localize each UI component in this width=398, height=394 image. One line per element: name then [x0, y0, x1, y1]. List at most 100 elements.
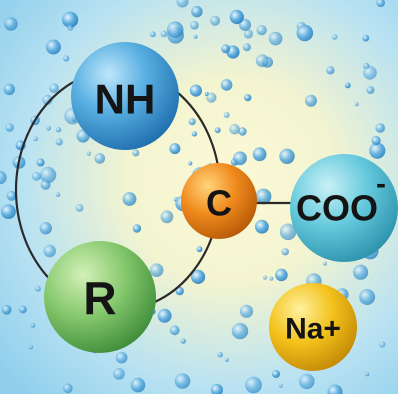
water-bubble [5, 123, 14, 132]
node-nh-circle [71, 42, 179, 150]
water-bubble [188, 118, 196, 126]
water-bubble [63, 55, 70, 62]
node-na-label: Na+ [285, 313, 341, 346]
water-bubble [256, 25, 267, 36]
water-bubble [279, 148, 295, 164]
water-bubble [55, 138, 63, 146]
node-c-circle [181, 163, 257, 239]
water-bubble [275, 268, 288, 282]
node-na: Na+ [269, 283, 357, 371]
water-bubble [206, 92, 217, 103]
water-bubble [229, 9, 244, 25]
water-bubble [353, 264, 369, 280]
water-bubble [196, 246, 203, 253]
water-bubble [327, 384, 343, 394]
water-bubble [62, 383, 73, 394]
water-bubble [323, 261, 327, 266]
water-bubble [244, 94, 252, 102]
water-bubble [30, 323, 36, 328]
water-bubble [169, 325, 180, 336]
water-bubble [366, 86, 375, 95]
water-bubble [365, 372, 370, 377]
node-coo-label: COO [296, 188, 378, 229]
water-bubble [305, 94, 317, 107]
water-bubble [42, 94, 53, 105]
water-bubble [36, 158, 45, 167]
water-bubble [214, 127, 221, 134]
water-bubble [233, 151, 247, 166]
node-coo-charge: - [376, 168, 386, 201]
water-bubble [296, 24, 314, 42]
node-c-label: C [206, 183, 232, 224]
water-bubble [31, 171, 41, 181]
water-bubble [255, 219, 269, 234]
water-bubble [191, 5, 203, 18]
water-bubble [3, 83, 15, 96]
water-bubble [86, 151, 92, 156]
water-bubble [193, 34, 198, 39]
water-bubble [375, 123, 386, 133]
water-bubble [113, 368, 125, 380]
water-bubble [344, 82, 351, 89]
water-bubble [252, 147, 267, 162]
water-bubble [279, 223, 297, 241]
water-bubble [19, 305, 27, 314]
water-bubble [223, 112, 230, 118]
node-r-circle [44, 241, 156, 353]
water-bubble [331, 34, 338, 40]
water-bubble [371, 135, 381, 146]
node-r-label: R [83, 272, 116, 324]
water-bubble [40, 180, 51, 190]
water-bubble [243, 29, 253, 39]
water-bubble [217, 352, 223, 358]
water-bubble [191, 269, 206, 284]
water-bubble [180, 338, 186, 344]
water-bubble [190, 21, 199, 30]
water-bubble [359, 289, 376, 305]
node-coo: COO - [290, 154, 398, 262]
water-bubble [326, 66, 335, 75]
water-bubble [174, 373, 191, 389]
water-bubble [221, 44, 231, 54]
water-bubble [379, 341, 386, 348]
water-bubble [224, 357, 229, 363]
water-bubble [238, 127, 247, 136]
water-bubble [62, 11, 79, 28]
water-bubble [28, 344, 34, 350]
water-bubble [239, 304, 254, 318]
water-bubble [220, 79, 233, 91]
water-bubble [34, 285, 41, 292]
node-c: C [181, 163, 257, 239]
water-bubble [43, 244, 56, 258]
water-bubble [363, 65, 377, 80]
water-bubble [160, 30, 168, 38]
node-coo-circle [290, 154, 398, 262]
water-bubble [75, 203, 84, 212]
node-nh-label: NH [95, 76, 156, 123]
water-bubble [157, 308, 172, 323]
water-bubble [369, 142, 386, 159]
water-bubble [115, 351, 128, 364]
water-bubble [262, 275, 268, 280]
water-bubble [176, 0, 189, 8]
water-bubble [67, 24, 74, 31]
water-bubble [278, 383, 283, 388]
water-bubble [0, 204, 16, 220]
water-bubble [245, 376, 262, 394]
water-bubble [45, 39, 61, 55]
water-bubble [231, 322, 249, 340]
water-bubble [210, 383, 223, 394]
water-bubble [39, 166, 57, 184]
water-bubble [188, 161, 193, 166]
water-bubble [149, 263, 164, 278]
water-bubble [166, 21, 184, 38]
node-nh: NH [71, 42, 179, 150]
water-bubble [33, 136, 39, 142]
water-bubble [0, 170, 7, 185]
water-bubble [354, 102, 359, 107]
water-bubble [299, 373, 315, 390]
water-bubble [1, 305, 12, 315]
water-bubble [46, 125, 51, 131]
